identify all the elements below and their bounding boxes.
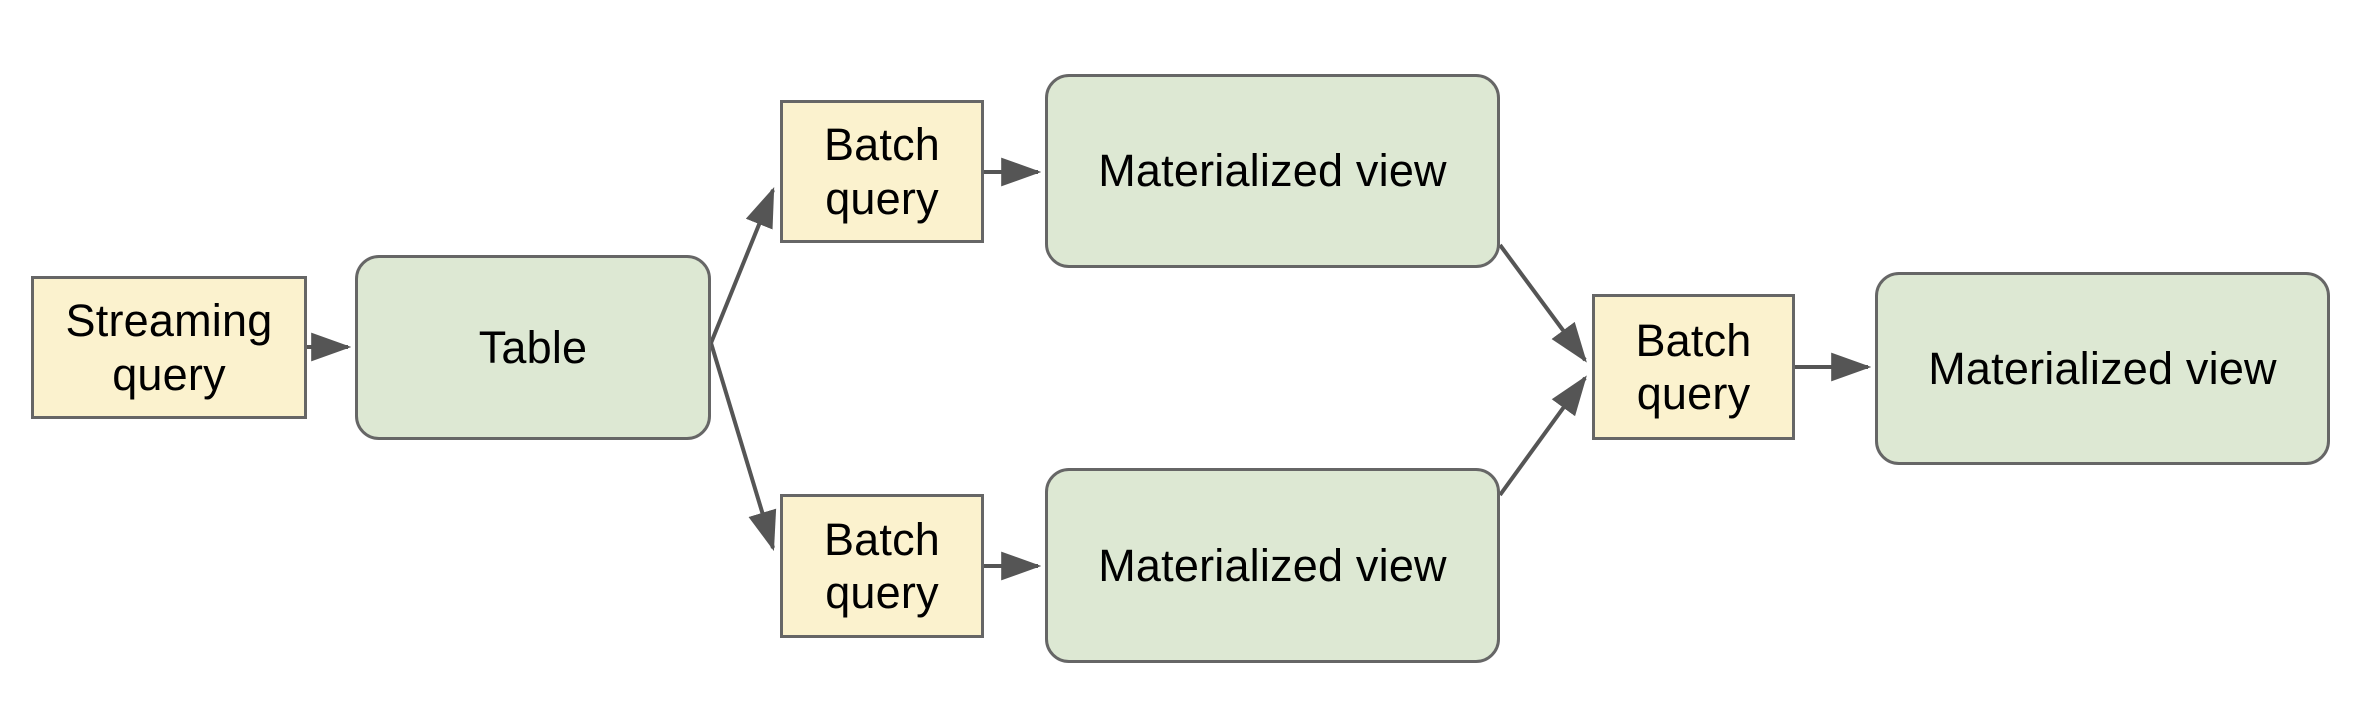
node-materialized-view-bottom[interactable]: Materialized view [1045, 468, 1500, 663]
edge-mv-top-to-batch-merge [1498, 243, 1587, 363]
edge-table-to-batch-top [709, 187, 775, 344]
node-batch-query-bottom[interactable]: Batch query [780, 494, 984, 638]
edge-mv-bottom-to-batch-merge [1498, 375, 1587, 497]
edge-table-to-batch-bottom [709, 342, 777, 552]
node-materialized-view-final[interactable]: Materialized view [1875, 272, 2330, 465]
node-batch-query-merge[interactable]: Batch query [1592, 294, 1795, 440]
node-materialized-view-top[interactable]: Materialized view [1045, 74, 1500, 268]
node-batch-query-top[interactable]: Batch query [780, 100, 984, 243]
node-streaming-query[interactable]: Streaming query [31, 276, 307, 419]
node-table[interactable]: Table [355, 255, 711, 440]
